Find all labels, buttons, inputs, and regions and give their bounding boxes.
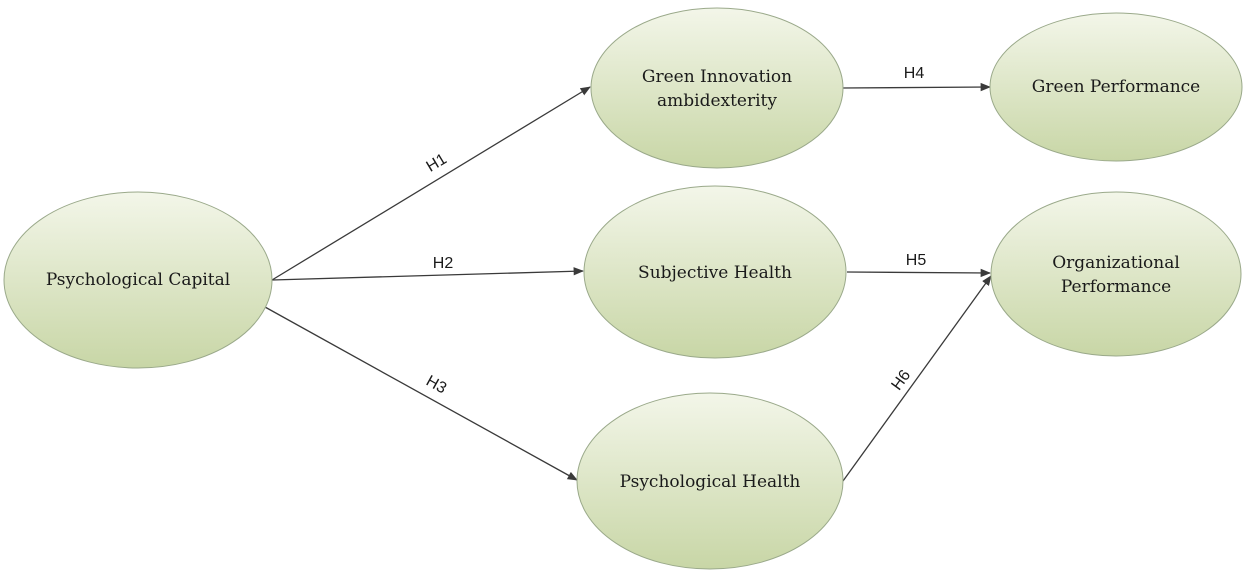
node-psychological-health: Psychological Health [576,392,844,570]
node-psychological-health-shape [576,392,844,570]
node-organizational-performance-label-line2: Performance [1061,277,1171,297]
node-green-innovation: Green Innovation ambidexterity [590,7,844,169]
edge-h1-line [271,86,591,281]
edge-h6: H6 [842,275,992,482]
node-psychological-health-label: Psychological Health [620,472,801,492]
node-green-innovation-label-line1: Green Innovation [642,67,792,87]
edge-h4: H4 [841,65,992,92]
edge-h6-label: H6 [888,367,914,394]
edge-h2: H2 [271,255,585,281]
nodes: Psychological Capital Green Innovation a… [3,7,1243,570]
edge-h1: H1 [271,86,591,281]
edge-h4-label: H4 [904,65,925,82]
node-psychological-capital-shape [3,191,273,369]
node-green-performance-shape [989,12,1243,162]
edge-h5: H5 [846,252,992,278]
node-green-innovation-label-line2: ambidexterity [657,91,777,111]
edge-h4-line [841,82,992,92]
edge-h3-line [264,306,578,481]
node-green-performance-label: Green Performance [1032,77,1200,97]
node-green-innovation-shape [590,7,844,169]
edge-h6-line [842,275,992,482]
edge-h3-label: H3 [423,373,449,398]
node-psychological-capital: Psychological Capital [3,191,273,369]
node-subjective-health-label: Subjective Health [638,263,792,283]
edges: H1 H2 H3 H4 H5 H6 [264,65,992,482]
node-subjective-health: Subjective Health [583,185,847,359]
node-organizational-performance-label-line1: Organizational [1052,253,1180,273]
node-green-performance: Green Performance [989,12,1243,162]
node-organizational-performance-shape [990,191,1242,357]
node-organizational-performance: Organizational Performance [990,191,1242,357]
edge-h2-label: H2 [433,255,454,272]
node-psychological-capital-label: Psychological Capital [46,270,230,290]
edge-h2-line [271,267,585,281]
edge-h3: H3 [264,306,578,481]
edge-h5-line [846,268,992,278]
edge-h5-label: H5 [906,252,927,269]
node-subjective-health-shape [583,185,847,359]
edge-h1-label: H1 [424,151,450,176]
